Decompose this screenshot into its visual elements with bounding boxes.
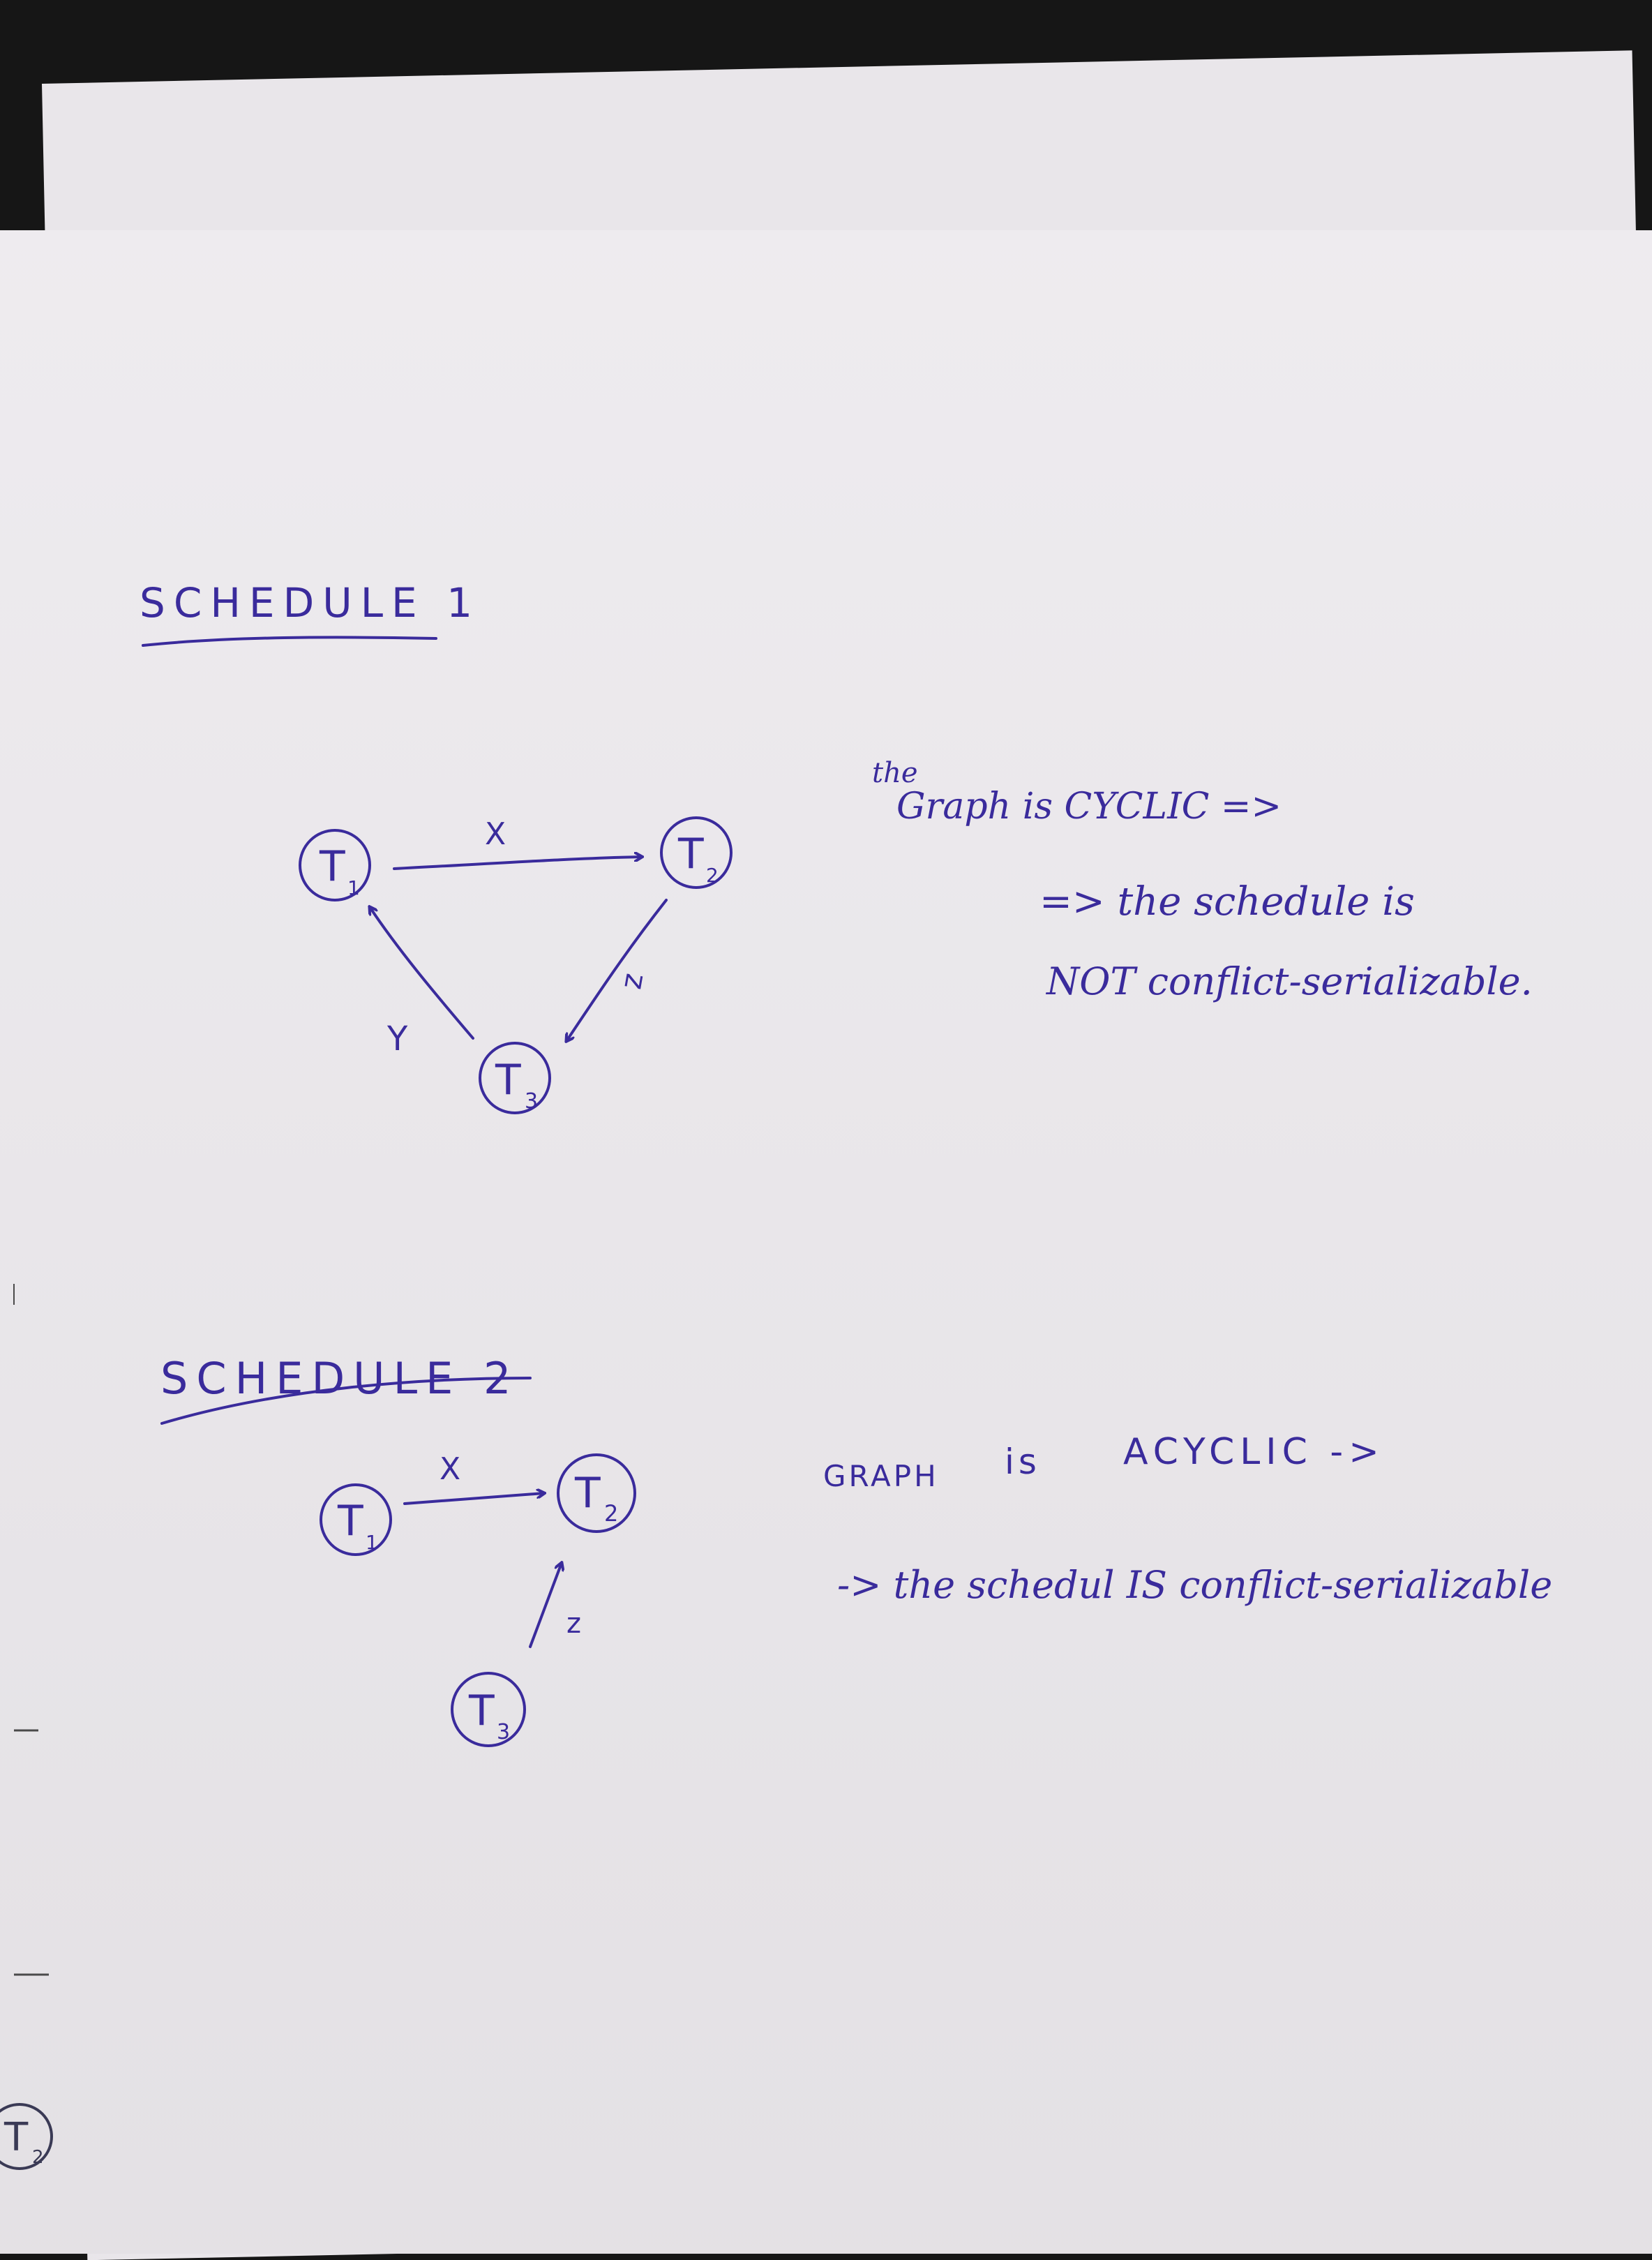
- svg-text:T: T: [468, 1686, 495, 1735]
- schedule-2-graph: T 1 T 2 T 3 X z: [320, 1451, 636, 1747]
- schedule-1-title-underline: [142, 636, 437, 647]
- s1-edge-label-y: Y: [386, 1019, 408, 1058]
- s1-edge-t1-t2: [393, 857, 642, 870]
- s2-edge-t3-t2: [529, 1563, 562, 1648]
- s2-node-t1: T 1: [320, 1483, 392, 1556]
- s2-edge-label-z: z: [566, 1608, 581, 1640]
- s1-note-prefix: the: [872, 757, 918, 789]
- svg-text:T: T: [574, 1469, 601, 1518]
- schedule-2-title-underline: [160, 1377, 532, 1425]
- s1-edge-t2-t3: [566, 899, 668, 1041]
- s2-edge-label-x: X: [440, 1451, 460, 1487]
- s1-note-line1: Graph is CYCLIC =>: [896, 786, 1282, 828]
- s2-note-line2: -> the schedul IS conflict-serializable: [837, 1563, 1553, 1607]
- s1-edge-t3-t1: [370, 907, 474, 1040]
- schedule-1-title: SCHEDULE 1: [140, 579, 481, 627]
- svg-text:T: T: [319, 842, 345, 891]
- svg-text:T: T: [337, 1497, 363, 1546]
- svg-text:2: 2: [706, 864, 719, 887]
- s2-note-acyclic: ACYCLIC ->: [1123, 1431, 1385, 1473]
- s1-note-line3: NOT conflict-serializable.: [1046, 959, 1533, 1003]
- s1-node-t3: T 3: [479, 1042, 551, 1114]
- svg-text:T: T: [3, 2115, 29, 2160]
- paper-sheet: [0, 230, 1652, 2254]
- svg-text:3: 3: [525, 1089, 538, 1114]
- s2-edge-t1-t2: [403, 1493, 544, 1505]
- svg-text:2: 2: [32, 2147, 44, 2168]
- schedule-1-graph: T 1 T 2 T 3 X z Y: [299, 816, 733, 1114]
- svg-text:3: 3: [497, 1720, 510, 1744]
- s2-note-graph: GRAPH: [823, 1459, 939, 1493]
- s1-edge-label-x: X: [485, 816, 506, 852]
- s1-node-t1: T 1: [299, 829, 371, 901]
- s2-node-t3: T 3: [451, 1672, 526, 1747]
- edge-fragment-node: T 2: [0, 2103, 53, 2170]
- s2-node-t2: T 2: [557, 1453, 636, 1533]
- s1-edge-label-z: z: [613, 971, 649, 991]
- svg-text:1: 1: [366, 1531, 378, 1554]
- svg-text:2: 2: [604, 1500, 618, 1527]
- s2-note-is: is: [1005, 1442, 1041, 1482]
- svg-text:T: T: [495, 1056, 521, 1105]
- s1-note-line2: => the schedule is: [1039, 879, 1415, 925]
- svg-text:T: T: [677, 830, 704, 878]
- s1-node-t2: T 2: [660, 816, 733, 889]
- svg-text:1: 1: [347, 876, 360, 899]
